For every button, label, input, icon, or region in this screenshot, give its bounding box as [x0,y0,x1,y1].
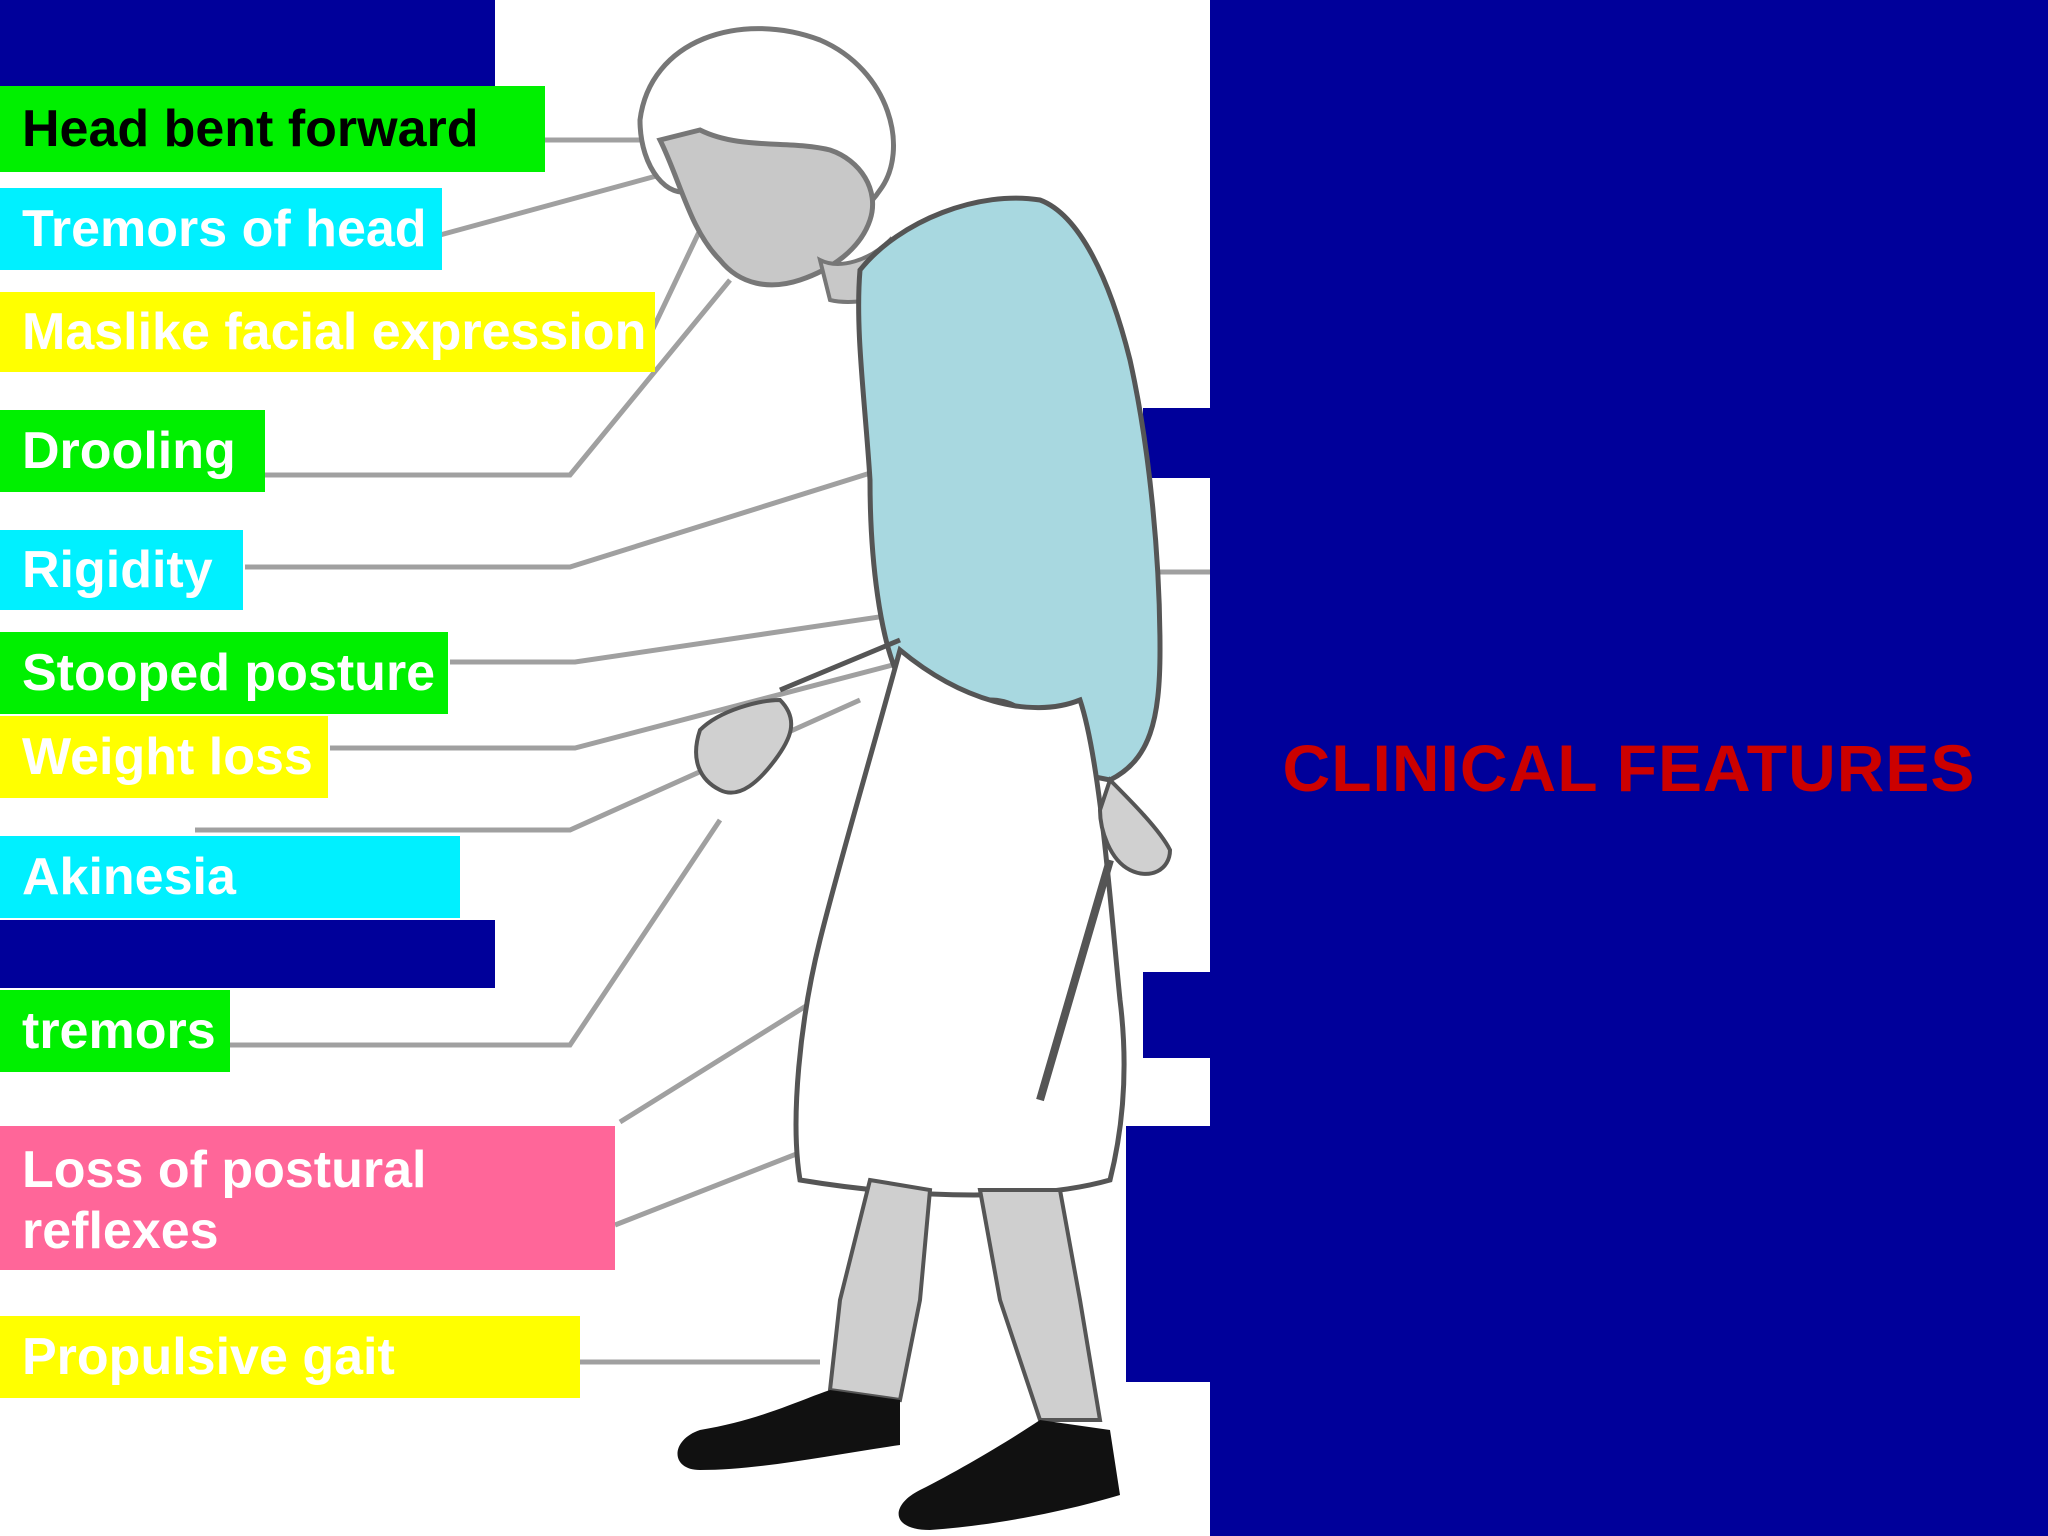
right-blue-panel [1210,0,2048,1536]
shoe-left [677,1390,900,1470]
leader-line [230,818,723,1048]
right-edge-navy-tab-1 [1143,408,1213,478]
leader-line [450,602,961,665]
leader-line [265,278,732,478]
right-edge-navy-tab-2 [1143,972,1213,1058]
leader-line [647,228,703,337]
label-propulsive-gait: Propulsive gait [0,1316,580,1398]
label-drooling: Drooling [0,410,265,492]
right-edge-navy-tab-3 [1126,1126,1213,1382]
legs-shape [827,1177,1103,1422]
shoe-right [898,1420,1120,1530]
hand-right [1097,776,1173,876]
label-weight-loss: Weight loss [0,716,328,798]
label-tremors-of-head: Tremors of head [0,188,442,270]
face-shape [656,127,876,288]
stooped-woman-illustration [195,26,1210,1530]
shirt-shape [856,195,1163,783]
leader-line [439,172,661,238]
label-akinesia: Akinesia [0,836,460,918]
label-maslike-facial-expression: Maslike facial expression [0,292,655,372]
top-left-navy-block [0,0,495,86]
hand-left [694,697,794,795]
label-head-bent-forward: Head bent forward [0,86,545,172]
leader-line [330,647,951,751]
label-rigidity: Rigidity [0,530,243,610]
mid-left-navy-block [0,920,495,988]
label-stooped-posture: Stooped posture [0,632,448,714]
skirt-shape [793,645,1127,1198]
leader-line [245,467,881,570]
label-tremors: tremors [0,990,230,1072]
label-loss-of-postural-reflexes: Loss of postural reflexes [0,1126,615,1270]
slide-title: CLINICAL FEATURES [1282,731,1976,805]
cane [1036,858,1114,1102]
